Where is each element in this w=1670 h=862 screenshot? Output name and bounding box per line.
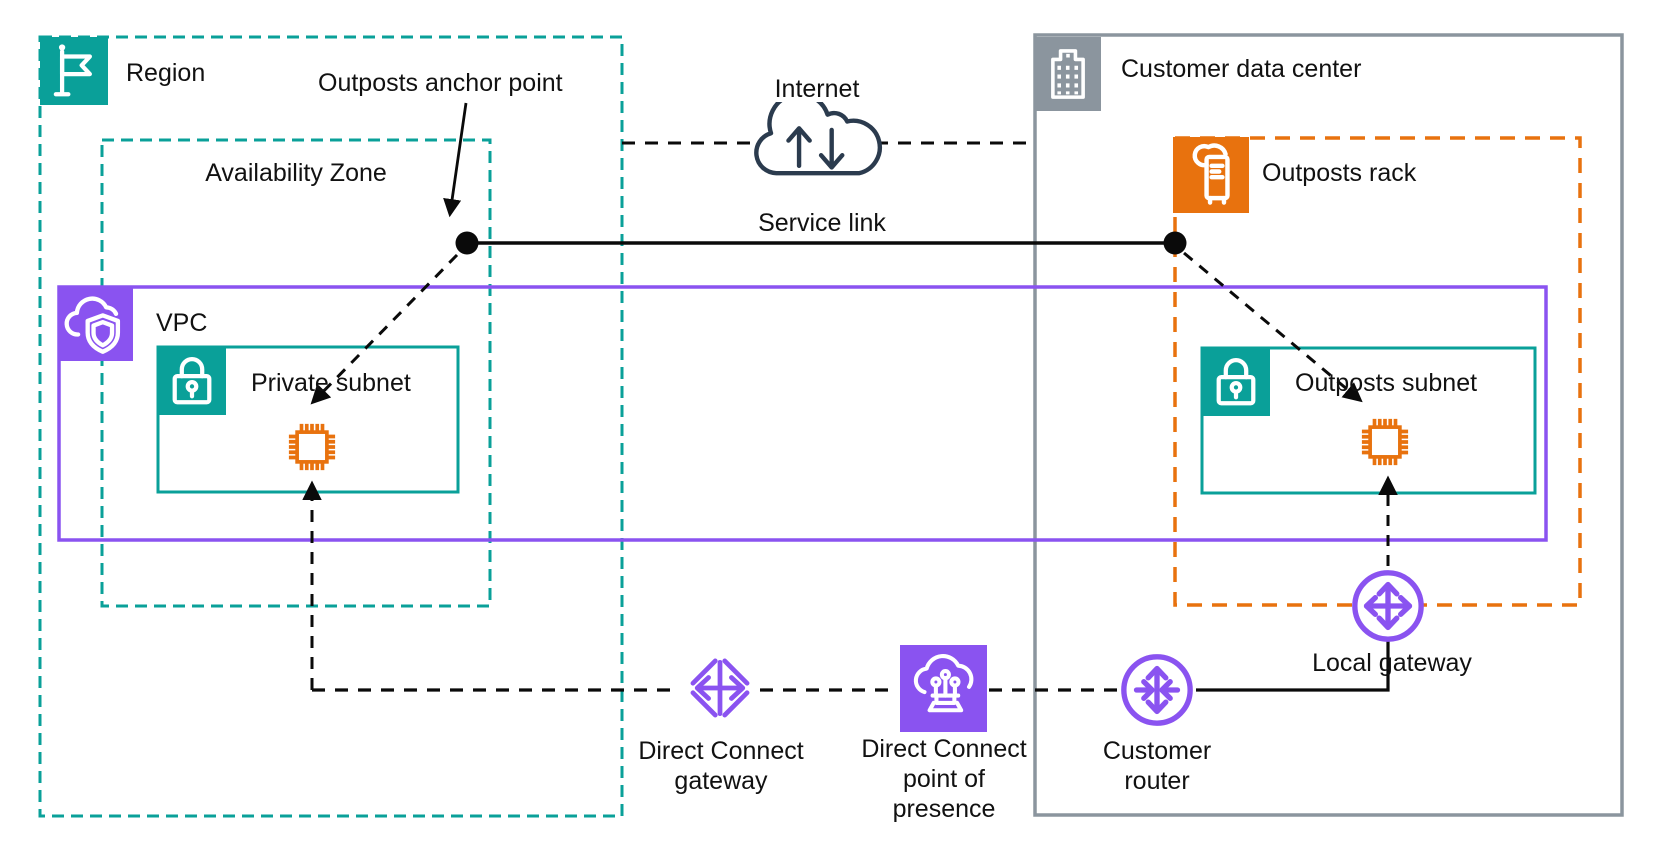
customer-data-center-box (1033, 33, 1624, 817)
cloud-updown-arrows-icon (742, 102, 892, 184)
outposts-rack-box (1173, 136, 1582, 607)
customer-data-center-label: Customer data center (1121, 55, 1362, 83)
service-link-label: Service link (758, 209, 886, 237)
flag-icon (40, 37, 108, 105)
direct-connect-pop-label-line3: presence (892, 795, 996, 823)
vpc-label: VPC (156, 309, 208, 337)
internet-label: Internet (774, 75, 860, 103)
direct-connect-gateway-label-line2: gateway (674, 767, 768, 795)
outposts-subnet-box (1200, 346, 1537, 495)
service-link-outpost-endpoint-dot (1163, 231, 1187, 255)
service-link-region-endpoint-dot (455, 231, 479, 255)
circle-cross-arrows-icon (1349, 567, 1427, 645)
region-box (38, 35, 624, 818)
circle-cross-arrows-icon (1118, 651, 1196, 729)
region-label: Region (126, 59, 206, 87)
direct-connect-pop-label-line2: point of (902, 765, 986, 793)
direct-connect-pop-label: Direct Connect point of presence (861, 734, 1026, 824)
availability-zone-label: Availability Zone (205, 159, 387, 187)
cloud-shield-icon (59, 287, 133, 361)
cloud-circuit-icon (900, 645, 987, 732)
chip-icon (1357, 414, 1413, 470)
outposts-subnet-label: Outposts subnet (1295, 369, 1478, 397)
vpc-box (57, 285, 1548, 542)
lock-icon (158, 347, 226, 415)
direct-connect-gateway-label: Direct Connect gateway (638, 736, 803, 796)
customer-router-label-line2: router (1124, 767, 1190, 795)
anchor-to-private-instance-arrow (310, 253, 459, 405)
direct-connect-gateway-label-line1: Direct Connect (638, 737, 804, 765)
outposts-anchor-point-label: Outposts anchor point (318, 69, 563, 97)
building-icon (1035, 37, 1101, 111)
rack-cloud-icon (1173, 137, 1249, 213)
direct-connect-pop-label-line1: Direct Connect (861, 735, 1027, 763)
customer-router-label: Customer router (1103, 736, 1211, 796)
diamond-cross-arrows-icon (682, 650, 758, 726)
availability-zone-box (100, 138, 492, 608)
local-gateway-label: Local gateway (1312, 649, 1472, 677)
customer-router-label-line1: Customer (1102, 737, 1212, 765)
lock-icon (1202, 348, 1270, 416)
router-to-local-gateway-line (1196, 641, 1390, 692)
private-subnet-label: Private subnet (251, 369, 411, 397)
outposts-rack-label: Outposts rack (1262, 159, 1417, 187)
chip-icon (284, 419, 340, 475)
anchor-point-callout-arrow (443, 102, 468, 218)
